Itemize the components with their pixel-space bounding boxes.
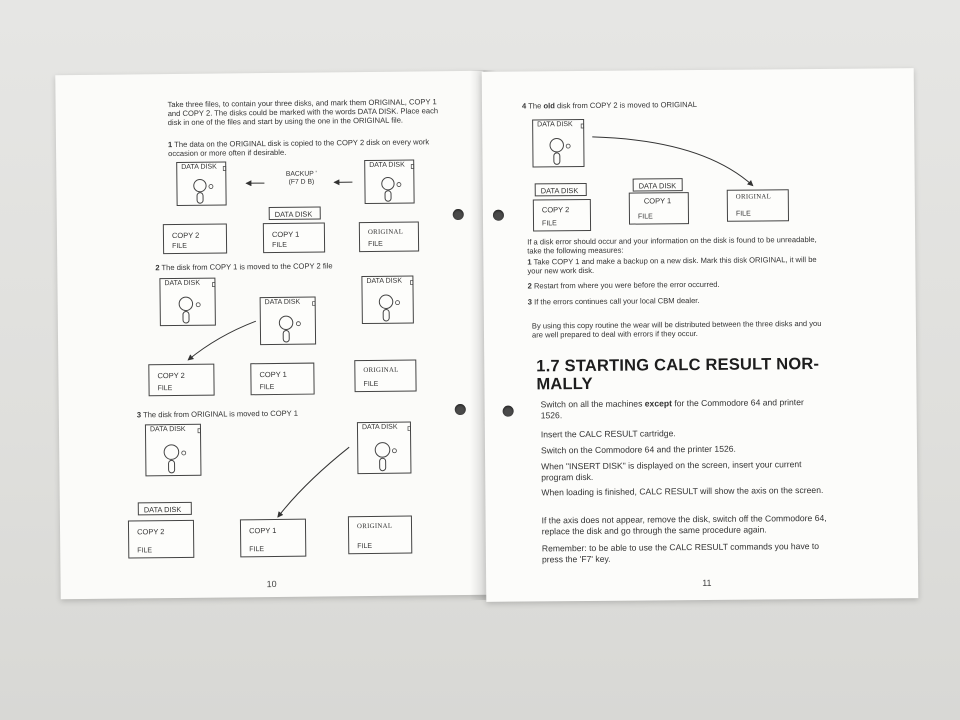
summary-text: By using this copy routine the wear will… (531, 318, 822, 340)
data-disk-diagram: DATA DISK (364, 159, 415, 205)
instruction-6: If the axis does not appear, remove the … (541, 512, 827, 537)
data-disk-diagram: DATA DISK (259, 296, 317, 346)
data-disk-diagram: DATA DISK (356, 421, 412, 475)
move-arrow-step3 (277, 446, 350, 518)
binder-hole (454, 403, 466, 416)
page-number-right: 11 (702, 577, 712, 588)
floppy-disk-icon (378, 280, 414, 322)
data-disk-diagram: DATA DISK (361, 275, 414, 325)
right-page-arrows (592, 136, 754, 187)
instruction-7: Remember: to be able to use the CALC RES… (541, 540, 820, 565)
data-disk-diagram: DATA DISK (176, 161, 227, 206)
floppy-disk-icon (278, 301, 316, 343)
floppy-disk-icon (381, 164, 415, 202)
left-page-arrows (187, 179, 353, 518)
left-page: Take three files, to contain your three … (55, 70, 489, 600)
binder-hole (502, 405, 514, 417)
floppy-disk-icon (163, 428, 201, 474)
data-disk-diagram: DATA DISK (532, 119, 585, 168)
move-arrow-step4 (592, 136, 754, 187)
floppy-disk-icon (193, 166, 227, 204)
instruction-1: Switch on all the machines except for th… (540, 397, 804, 421)
floppy-disk-icon (549, 123, 585, 165)
move-arrow-step2 (187, 320, 257, 361)
binder-hole (492, 209, 504, 221)
measure-1: 1 Take COPY 1 and make a backup on a new… (527, 254, 817, 276)
page-number-left: 10 (266, 578, 277, 590)
error-intro-text: If a disk error should occur and your in… (527, 234, 817, 256)
binder-hole (452, 208, 464, 221)
floppy-disk-icon (374, 426, 411, 472)
section-heading: 1.7 STARTING CALC RESULT NOR-MALLY (536, 354, 820, 394)
right-page: 4 The old disk from COPY 2 is moved to O… (481, 68, 919, 602)
data-disk-diagram: DATA DISK (159, 277, 216, 327)
floppy-disk-icon (178, 282, 216, 324)
instruction-4: When "INSERT DISK" is displayed on the s… (541, 459, 802, 483)
data-disk-diagram: DATA DISK (144, 423, 202, 477)
